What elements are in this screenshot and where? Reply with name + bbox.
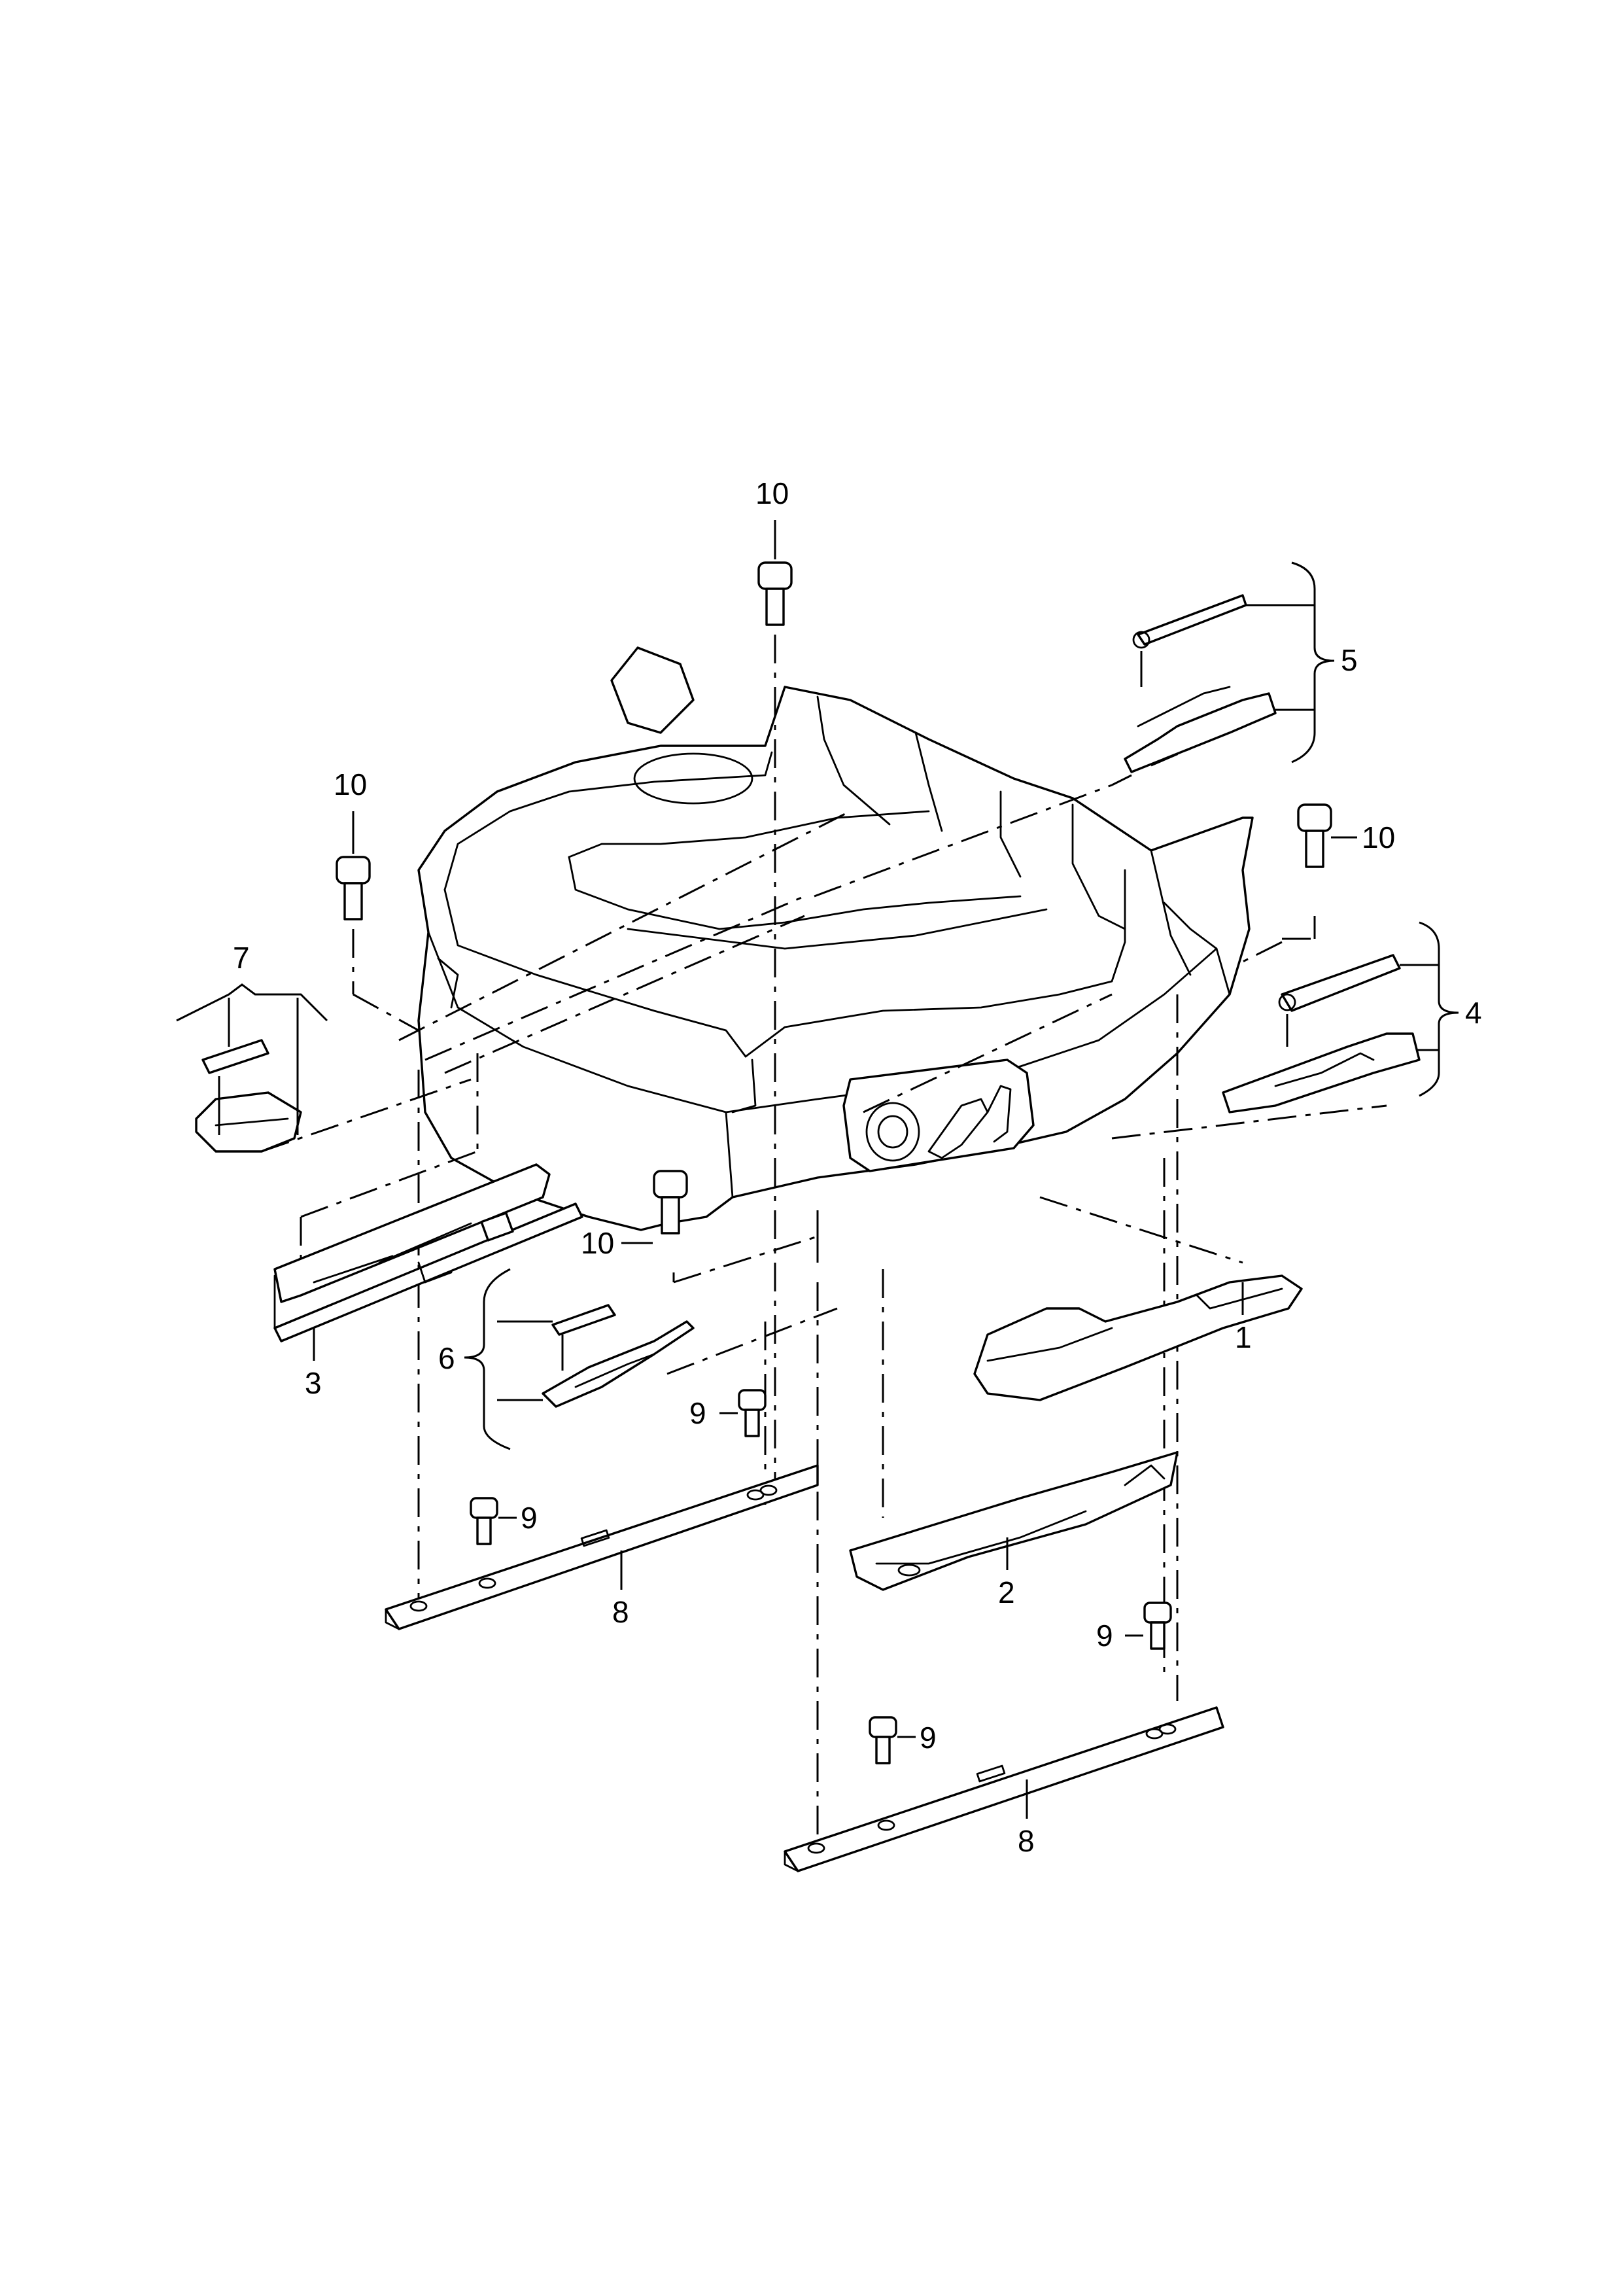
callout-3: 3 bbox=[305, 1366, 322, 1400]
screw-9-d-icon bbox=[1143, 1602, 1172, 1650]
callout-5: 5 bbox=[1341, 643, 1358, 677]
part-3-seat-rail bbox=[273, 1163, 583, 1342]
seat-control-panel bbox=[842, 1059, 1035, 1172]
screw-10-middle-icon bbox=[653, 1170, 688, 1235]
callout-10-top: 10 bbox=[755, 476, 789, 510]
screw-10-top-icon bbox=[757, 561, 793, 626]
callout-6: 6 bbox=[438, 1341, 455, 1375]
callout-9-c: 9 bbox=[920, 1721, 937, 1755]
part-5-bracket-set bbox=[1124, 594, 1277, 773]
assembly-guide-lines bbox=[261, 635, 1387, 1851]
callout-10-middle: 10 bbox=[581, 1226, 614, 1260]
part-2-trim-cover bbox=[849, 1451, 1179, 1591]
callout-9-a: 9 bbox=[521, 1501, 538, 1535]
screw-9-b-icon bbox=[738, 1389, 767, 1437]
screw-10-left-icon bbox=[336, 856, 371, 920]
callout-10-right: 10 bbox=[1362, 820, 1395, 854]
callout-8-right: 8 bbox=[1018, 1824, 1035, 1858]
screw-10-right-icon bbox=[1297, 803, 1332, 868]
callout-9-d: 9 bbox=[1096, 1619, 1113, 1653]
callout-labels: 1 2 3 4 5 6 7 8 8 9 9 9 9 10 10 10 10 bbox=[233, 476, 1482, 1858]
part-8-floor-rail-right bbox=[784, 1706, 1224, 1872]
callout-7: 7 bbox=[233, 941, 250, 975]
seat-cushion bbox=[417, 646, 1254, 1231]
leader-lines bbox=[176, 520, 1459, 1819]
callout-1: 1 bbox=[1235, 1320, 1252, 1354]
callout-10-left: 10 bbox=[334, 767, 367, 801]
screw-9-a-icon bbox=[470, 1497, 498, 1545]
callout-8-left: 8 bbox=[612, 1595, 629, 1629]
part-4-bracket-set bbox=[1222, 954, 1421, 1113]
part-1-trim-cover bbox=[973, 1274, 1303, 1401]
part-6-bracket-set bbox=[542, 1304, 695, 1408]
screw-9-c-icon bbox=[869, 1716, 897, 1764]
callout-2: 2 bbox=[998, 1575, 1015, 1609]
callout-4: 4 bbox=[1465, 996, 1482, 1030]
part-8-floor-rail-left bbox=[385, 1464, 819, 1630]
callout-9-b: 9 bbox=[689, 1396, 706, 1430]
part-7-clip-set bbox=[195, 1039, 302, 1153]
